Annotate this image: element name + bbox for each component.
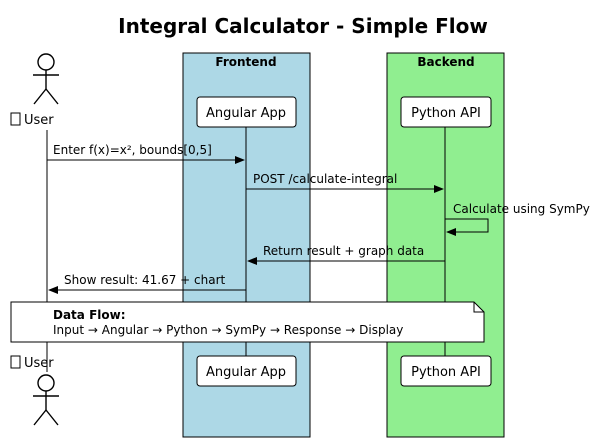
angular-participant-label: Angular App [206, 106, 286, 121]
data-flow-note: Data Flow: Input → Angular → Python → Sy… [10, 301, 485, 343]
user-participant-label: User [24, 113, 54, 128]
user-glyph-box [10, 355, 21, 369]
message-label: Return result + graph data [263, 244, 424, 258]
note-heading: Data Flow: [53, 308, 126, 322]
python-participant-label: Python API [411, 365, 481, 380]
message-label: POST /calculate-integral [253, 172, 397, 186]
note-body: Input → Angular → Python → SymPy → Respo… [53, 323, 403, 337]
user-actor-icon [33, 53, 59, 105]
diagram-title: Integral Calculator - Simple Flow [118, 14, 488, 38]
message-label: Enter f(x)=x², bounds[0,5] [53, 143, 212, 157]
user-actor-top: User [10, 53, 59, 128]
angular-participant-bottom: Angular App [196, 355, 297, 387]
message-arrow: Return result + graph data [247, 244, 445, 265]
backend-group-label: Backend [417, 55, 474, 69]
user-glyph-box [10, 112, 21, 126]
user-participant-label: User [24, 356, 54, 371]
angular-participant-top: Angular App [196, 96, 297, 128]
python-participant-top: Python API [400, 96, 492, 128]
user-actor-icon [33, 374, 59, 426]
user-actor-bottom: User [10, 355, 59, 426]
message-arrow: POST /calculate-integral [246, 172, 444, 193]
message-arrow: Show result: 41.67 + chart [48, 273, 246, 294]
self-message-arrow: Calculate using SymPy [445, 202, 590, 236]
message-arrow: Enter f(x)=x², bounds[0,5] [47, 143, 245, 164]
frontend-group-label: Frontend [215, 55, 276, 69]
angular-participant-label: Angular App [206, 365, 286, 380]
python-participant-bottom: Python API [400, 355, 492, 387]
python-participant-label: Python API [411, 106, 481, 121]
message-label: Calculate using SymPy [453, 202, 590, 216]
message-label: Show result: 41.67 + chart [64, 273, 226, 287]
